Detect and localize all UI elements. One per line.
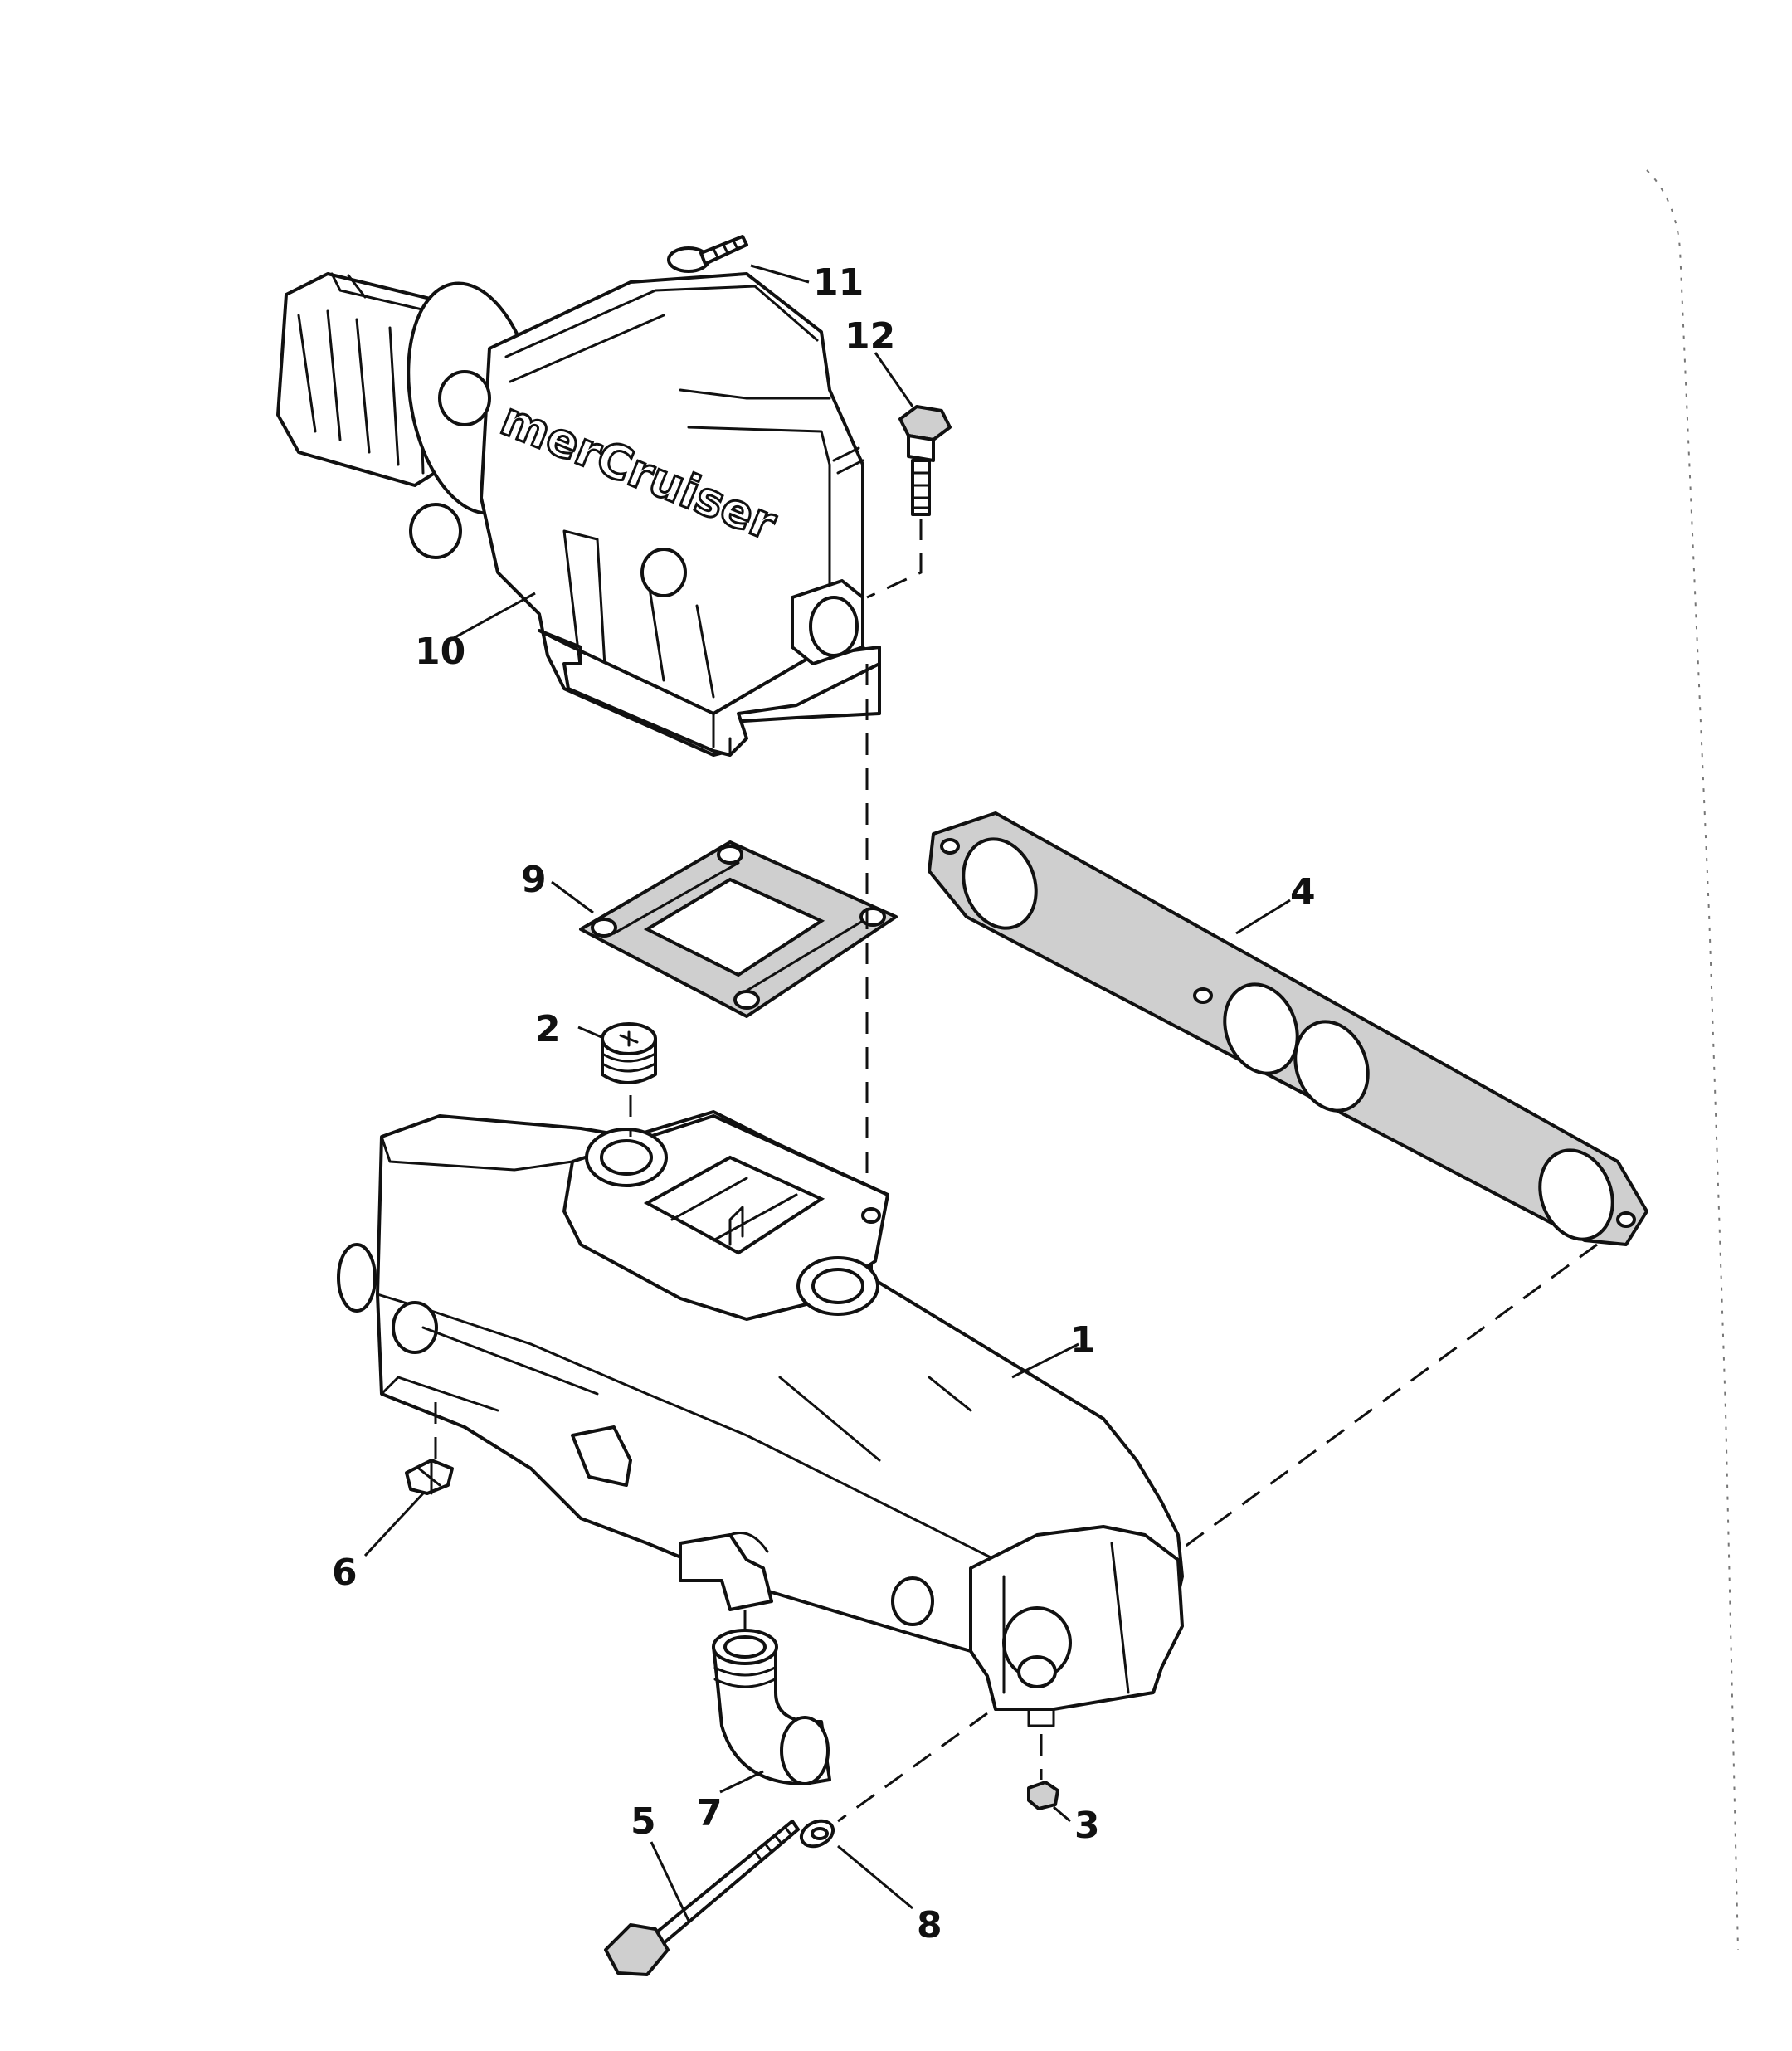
callout-5: 5 xyxy=(631,1800,656,1843)
drain-cock-part xyxy=(405,1459,454,1495)
callout-9: 9 xyxy=(521,859,547,901)
callout-4: 4 xyxy=(1290,871,1316,913)
manifold-gasket-part xyxy=(928,811,1648,1246)
exhaust-manifold-part xyxy=(337,1110,1184,1727)
callout-7: 7 xyxy=(697,1792,723,1834)
pipe-plug-part xyxy=(601,1022,657,1084)
callout-labels: 1 2 3 4 5 6 7 8 9 10 11 12 xyxy=(332,261,1316,1946)
exhaust-elbow-part: merCruiser xyxy=(276,272,881,757)
callout-10: 10 xyxy=(415,631,465,673)
screw-part xyxy=(667,235,748,273)
callout-11: 11 xyxy=(813,261,864,304)
callout-8: 8 xyxy=(917,1904,942,1946)
callout-12: 12 xyxy=(845,315,895,358)
callout-1: 1 xyxy=(1070,1319,1096,1362)
lock-washer-part xyxy=(799,1819,835,1849)
page-edge-line xyxy=(1646,169,1739,1951)
callout-3: 3 xyxy=(1074,1805,1100,1847)
elbow-bolt-part xyxy=(898,405,952,516)
callout-6: 6 xyxy=(332,1552,358,1594)
drain-plug-part xyxy=(1027,1781,1059,1810)
leader-lines xyxy=(363,264,1291,1922)
callout-2: 2 xyxy=(535,1008,561,1050)
hose-elbow-part xyxy=(712,1629,831,1785)
manifold-bolt-part xyxy=(604,1820,800,1976)
assembly-lines xyxy=(434,519,1598,1823)
elbow-gasket-part xyxy=(579,840,898,1018)
